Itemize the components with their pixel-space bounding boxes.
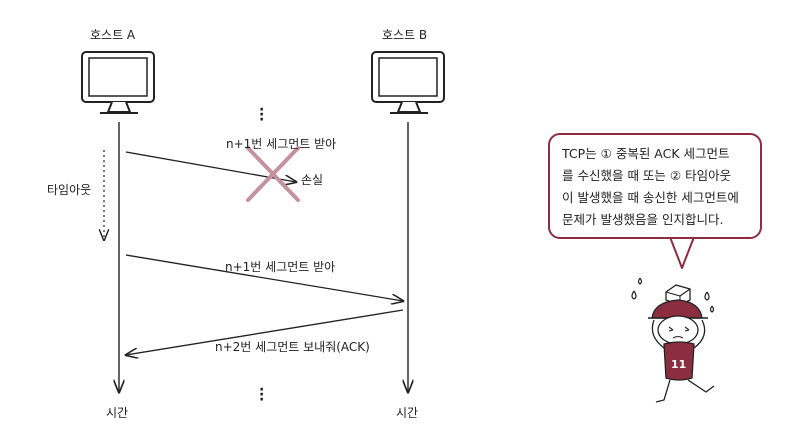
note-line-1: TCP는 ① 중복된 ACK 세그먼트: [562, 146, 730, 161]
ellipsis-bottom: ···: [259, 382, 265, 408]
note-line-4: 문제가 발생했음을 인지합니다.: [562, 212, 724, 227]
speech-bubble-tail: [669, 236, 695, 269]
ack-arrow: [126, 309, 404, 355]
host-b-time-label: 시간: [396, 406, 419, 420]
ellipsis-top: ···: [259, 102, 265, 128]
retransmit-label: n+1번 세그먼트 받아: [225, 260, 336, 274]
explanation-speech-bubble: TCP는 ① 중복된 ACK 세그먼트 를 수신했을 때 또는 ② 타임아웃 이…: [548, 133, 762, 239]
host-a-time-label: 시간: [106, 406, 129, 420]
host-a-label: 호스트 A: [90, 28, 136, 42]
svg-text:11: 11: [671, 358, 686, 371]
retransmit-arrow: [125, 254, 403, 301]
note-line-3: 이 발생했을 때 송신한 세그먼트에: [562, 190, 739, 205]
ack-label: n+2번 세그먼트 보내줘(ACK): [215, 340, 370, 354]
host-b-label: 호스트 B: [382, 28, 428, 42]
note-line-2: 를 수신했을 때 또는 ② 타임아웃: [562, 168, 732, 183]
host-a-monitor-icon: [81, 51, 155, 114]
lost-label: 손실: [301, 173, 324, 187]
host-b-monitor-icon: [371, 51, 445, 114]
timeout-label: 타임아웃: [47, 183, 92, 197]
loss-cross-icon: [246, 146, 300, 202]
worried-character-illustration: 11: [631, 277, 715, 403]
lost-segment-label: n+1번 세그먼트 받아: [226, 137, 337, 151]
